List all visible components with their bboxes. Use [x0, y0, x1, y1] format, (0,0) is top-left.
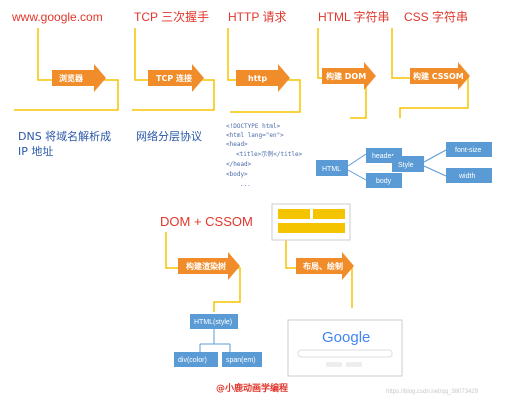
code-line: <body>	[226, 171, 248, 178]
arrow-build-render-tree-label: 构建渲染树	[186, 261, 226, 271]
render-node-span-label: span(em)	[226, 357, 256, 364]
stage-title-http: HTTP 请求	[228, 10, 286, 24]
arrow-http-label: http	[248, 74, 267, 83]
code-line: <html lang="en">	[226, 132, 284, 139]
note-dns-line1: DNS 将域名解析成	[18, 129, 111, 143]
code-line: <head>	[226, 141, 248, 148]
arrow-build-dom: 构建 DOM	[322, 62, 376, 90]
search-box	[297, 349, 393, 358]
arrow-http: http	[236, 64, 290, 92]
arrow-browser-label: 浏览器	[59, 73, 84, 83]
cssom-node-root-label: Style	[398, 162, 414, 169]
html-code-snippet: <!DOCTYPE html> <html lang="en"> <head> …	[226, 123, 303, 188]
note-dns-line2: IP 地址	[18, 144, 53, 158]
render-tree: HTML(style) div(color) span(em)	[174, 314, 262, 367]
cssom-node-font-size	[446, 142, 492, 157]
cssom-node-font-size-label: font-size	[455, 147, 482, 154]
code-line: </head>	[226, 161, 252, 168]
arrow-build-cssom: 构建 CSSOM	[410, 62, 470, 90]
arrow-tcp: TCP 连接	[148, 64, 204, 92]
connector-lines-top	[14, 28, 469, 119]
arrow-build-cssom-label: 构建 CSSOM	[413, 71, 464, 81]
layout-blocks-illustration	[271, 203, 351, 241]
dom-node-root	[316, 160, 348, 176]
stage-title-html: HTML 字符串	[318, 9, 390, 24]
cssom-tree: Style font-size width	[392, 142, 492, 183]
stage-title-css: CSS 字符串	[404, 9, 468, 24]
render-node-div-label: div(color)	[178, 357, 207, 364]
cssom-node-root	[392, 156, 424, 172]
code-line: ...	[240, 181, 251, 188]
dom-tree: HTML header body	[316, 148, 402, 188]
arrow-tcp-label: TCP 连接	[156, 73, 192, 83]
note-network-layers: 网络分层协议	[136, 129, 202, 143]
render-node-root	[190, 314, 238, 329]
dom-node-body	[366, 173, 402, 188]
watermark: https://blog.csdn.net/qq_38073429	[386, 389, 479, 395]
dom-node-body-label: body	[376, 178, 392, 185]
stage-title-url: www.google.com	[11, 10, 103, 24]
render-title: DOM + CSSOM	[160, 214, 253, 229]
arrow-build-dom-label: 构建 DOM	[326, 71, 366, 81]
render-node-span	[222, 352, 262, 367]
search-button	[326, 362, 342, 367]
google-page-mockup: Google	[287, 319, 403, 377]
cssom-node-width	[446, 168, 492, 183]
arrow-layout-paint-label: 布局、绘制	[302, 261, 343, 271]
dom-node-header-label: header	[372, 153, 394, 160]
dom-node-root-label: HTML	[322, 166, 341, 173]
arrow-build-render-tree: 构建渲染树	[178, 252, 240, 280]
stage-title-tcp: TCP 三次握手	[134, 9, 209, 24]
google-logo: Google	[322, 329, 370, 346]
footer-credit: @小鹿动画学编程	[216, 382, 288, 394]
code-line: <title>示例</title>	[236, 150, 303, 158]
cssom-node-width-label: width	[458, 173, 475, 180]
lucky-button	[346, 362, 362, 367]
arrow-layout-paint: 布局、绘制	[296, 252, 354, 280]
code-line: <!DOCTYPE html>	[226, 123, 281, 130]
arrow-browser: 浏览器	[52, 64, 106, 92]
render-node-div	[174, 352, 218, 367]
render-node-root-label: HTML(style)	[194, 319, 232, 326]
